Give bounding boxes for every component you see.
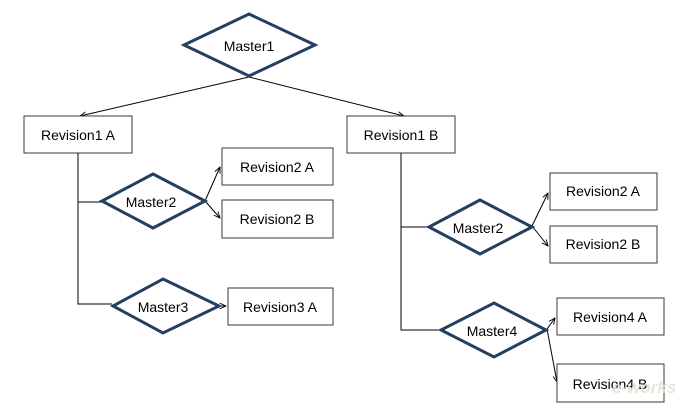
edge-master2-right-to-revision2a xyxy=(531,193,548,227)
master-nodes xyxy=(98,12,550,359)
master1-label: Master1 xyxy=(224,38,275,54)
revision4a-label: Revision4 A xyxy=(573,309,648,325)
revision4b-label: Revision4 B xyxy=(573,376,648,392)
node-labels: Master1 Revision1 A Revision1 B Master2 … xyxy=(41,38,648,392)
revision2a-left-box xyxy=(221,147,334,186)
edge-master4-to-revision4b xyxy=(546,328,557,382)
master2-right-diamond xyxy=(425,198,536,256)
revision2a-right-box xyxy=(549,172,658,211)
revision2b-right-box xyxy=(549,225,658,264)
master4-diamond xyxy=(437,301,550,359)
revision2a-right-label: Revision2 A xyxy=(566,183,641,199)
master2-right-label: Master2 xyxy=(453,220,504,236)
revision2a-left-label: Revision2 A xyxy=(240,159,315,175)
master3-diamond xyxy=(109,277,223,335)
master2-left-diamond xyxy=(98,172,209,230)
revision-nodes xyxy=(23,115,665,403)
connectors xyxy=(77,76,557,382)
master2-left-label: Master2 xyxy=(126,194,177,210)
watermark-logo: e-works xyxy=(612,378,676,397)
edge-master2-left-to-revision2b xyxy=(204,200,220,218)
revision1b-box xyxy=(346,115,456,154)
revision1b-label: Revision1 B xyxy=(364,127,439,143)
revision4b-box xyxy=(556,363,665,403)
master3-label: Master3 xyxy=(138,299,189,315)
revision4a-box xyxy=(556,297,665,336)
revision2b-left-box xyxy=(221,199,334,239)
edge-master1-to-revision1b xyxy=(248,76,404,116)
revision1a-box xyxy=(23,115,133,154)
edge-revision1a-trunk xyxy=(77,153,112,305)
edge-master2-right-to-revision2b xyxy=(531,225,548,246)
edge-master2-left-to-revision2a xyxy=(204,167,220,202)
edge-revision1b-trunk xyxy=(400,153,441,331)
master1-diamond xyxy=(180,12,319,78)
revision1a-label: Revision1 A xyxy=(41,127,116,143)
revision2b-right-label: Revision2 B xyxy=(566,236,641,252)
revision2b-left-label: Revision2 B xyxy=(240,211,315,227)
edge-master1-to-revision1a xyxy=(80,76,250,116)
edge-master4-to-revision4a xyxy=(546,318,555,330)
revision3a-label: Revision3 A xyxy=(243,299,318,315)
revision3a-box xyxy=(227,287,334,326)
master4-label: Master4 xyxy=(467,323,518,339)
